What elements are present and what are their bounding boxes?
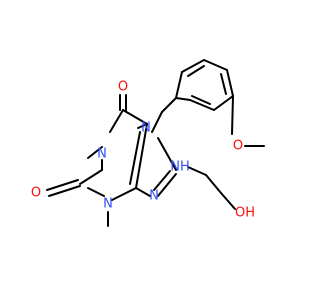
bond	[220, 192, 236, 210]
atom-ome: O	[233, 139, 243, 154]
atom-o2: O	[31, 186, 41, 201]
bond	[46, 179, 79, 191]
bond	[87, 146, 103, 159]
atom-n1: N	[97, 147, 107, 162]
bond	[122, 109, 148, 125]
bond	[189, 99, 215, 111]
atom-o6: O	[118, 80, 128, 95]
bond	[161, 97, 177, 113]
bond	[205, 174, 222, 194]
bond	[203, 59, 228, 71]
bond-lines	[46, 59, 265, 227]
bond	[135, 187, 151, 197]
bond	[135, 123, 148, 189]
bond	[175, 71, 183, 99]
bond	[157, 137, 177, 171]
atom-n7: N	[141, 121, 151, 136]
atom-oh: OH	[235, 206, 255, 221]
bond	[157, 173, 177, 197]
bond	[187, 166, 207, 176]
bond	[226, 69, 234, 97]
atom-n3: N	[103, 197, 113, 212]
bond	[187, 65, 205, 77]
atom-labels: O N O N N N NH OH O	[31, 80, 255, 221]
bond	[111, 187, 137, 201]
atom-nh: NH	[170, 160, 190, 175]
bond	[220, 73, 227, 95]
structure-canvas: O N O N N N NH OH O	[31, 59, 265, 227]
bond	[181, 59, 205, 73]
bond	[87, 187, 105, 197]
bond	[48, 185, 81, 197]
molecule-structure: O N O N N N NH OH O	[31, 59, 265, 227]
bond	[137, 123, 148, 129]
bond	[213, 95, 234, 111]
bond	[175, 97, 191, 101]
bond	[231, 95, 234, 135]
atom-n9: N	[149, 189, 159, 204]
bond	[109, 109, 124, 133]
bond	[153, 170, 171, 191]
bond	[191, 95, 211, 105]
bond	[129, 131, 141, 185]
bond	[79, 169, 103, 185]
bond	[151, 111, 163, 133]
